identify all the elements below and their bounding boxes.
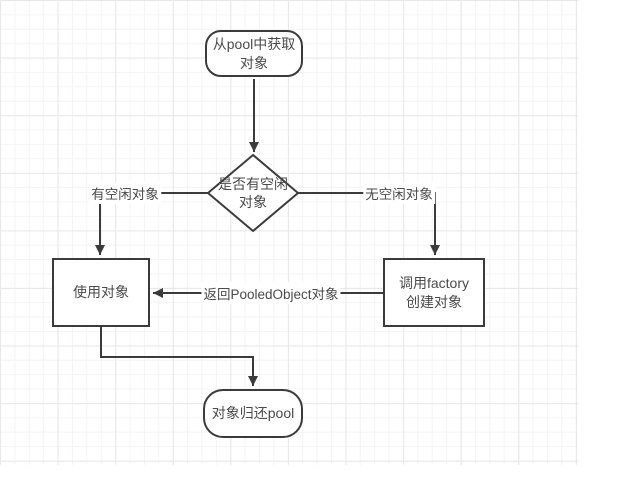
edge-label-no-idle-object[interactable]: 无空闲对象: [363, 182, 435, 204]
node-use[interactable]: 使用对象: [52, 258, 150, 327]
node-start-label: 从pool中获取 对象: [212, 36, 296, 71]
edge-use-to-return[interactable]: [100, 327, 258, 386]
node-decision-shape[interactable]: [206, 153, 300, 233]
edge-label-return-pooledobject[interactable]: 返回PooledObject对象: [201, 282, 341, 304]
node-decision[interactable]: 是否有空闲 对象: [203, 167, 303, 219]
node-factory-label: 调用factory 创建对象: [398, 275, 469, 310]
node-return-label: 对象归还pool: [211, 405, 295, 422]
node-decision-label: 是否有空闲 对象: [218, 175, 288, 210]
grid-background: [0, 0, 578, 465]
node-use-label: 使用对象: [73, 284, 129, 301]
node-start[interactable]: 从pool中获取 对象: [205, 30, 303, 77]
edge-label-has-idle-object[interactable]: 有空闲对象: [89, 182, 161, 204]
edge-decision-to-factory[interactable]: [298, 192, 440, 255]
node-return[interactable]: 对象归还pool: [203, 389, 303, 438]
node-factory[interactable]: 调用factory 创建对象: [383, 258, 485, 327]
